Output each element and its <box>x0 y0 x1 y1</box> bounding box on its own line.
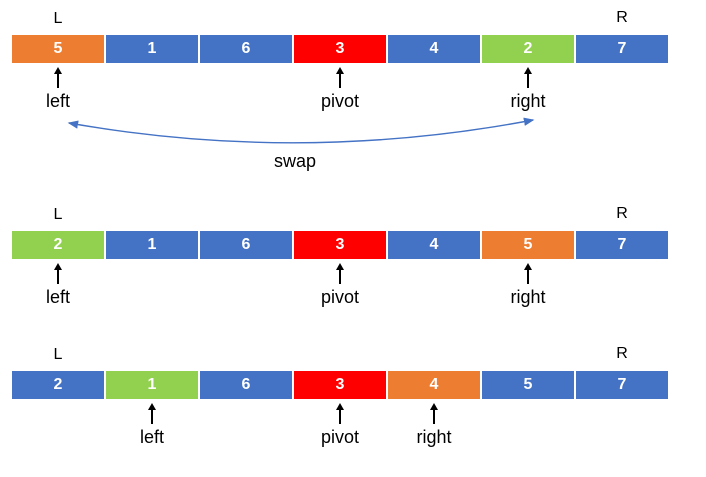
right-bound-label: R <box>616 345 628 362</box>
up-arrow-icon <box>147 403 157 424</box>
pointer-left: left <box>18 67 98 111</box>
array-cell: 1 <box>106 371 198 399</box>
array-cell: 7 <box>576 35 668 63</box>
array-cell: 6 <box>200 371 292 399</box>
cell-value: 5 <box>523 236 533 253</box>
up-arrow-icon <box>335 263 345 284</box>
swap-label: swap <box>273 151 317 171</box>
array-row-3: L R 2 1 6 3 4 5 7 left pivot right <box>0 336 706 466</box>
cell-value: 1 <box>147 376 157 393</box>
array-cell: 2 <box>482 35 574 63</box>
pointer-label: left <box>45 91 70 111</box>
cell-value: 1 <box>147 40 157 57</box>
pointer-left: left <box>18 263 98 307</box>
pointer-label: pivot <box>320 91 360 111</box>
array-cell: 5 <box>482 371 574 399</box>
cell-value: 2 <box>53 376 63 393</box>
cell-value: 6 <box>241 236 251 253</box>
array-cell: 4 <box>388 371 480 399</box>
left-bound-label: L <box>53 10 63 27</box>
right-bound-label: R <box>616 205 628 222</box>
cell-value: 2 <box>523 40 533 57</box>
array-cell: 4 <box>388 231 480 259</box>
array-row-1: L R 5 1 6 3 4 2 7 left pivot right <box>0 0 706 190</box>
array-cell: 7 <box>576 231 668 259</box>
pointer-label: pivot <box>320 427 360 447</box>
array-cell: 4 <box>388 35 480 63</box>
cell-value: 7 <box>617 376 627 393</box>
cell-value: 7 <box>617 40 627 57</box>
up-arrow-icon <box>335 403 345 424</box>
cell-value: 4 <box>429 376 439 393</box>
cell-value: 7 <box>617 236 627 253</box>
up-arrow-icon <box>53 67 63 88</box>
pointer-pivot: pivot <box>300 67 380 111</box>
cell-value: 6 <box>241 376 251 393</box>
cell-value: 4 <box>429 236 439 253</box>
array-cell: 1 <box>106 35 198 63</box>
pointer-label: right <box>510 91 546 111</box>
array-bar: 5 1 6 3 4 2 7 <box>12 35 668 63</box>
array-cell: 1 <box>106 231 198 259</box>
array-cell: 6 <box>200 35 292 63</box>
pointer-label: left <box>139 427 164 447</box>
array-cell: 5 <box>482 231 574 259</box>
cell-value: 3 <box>335 236 345 253</box>
array-cell: 6 <box>200 231 292 259</box>
cell-value: 2 <box>53 236 63 253</box>
cell-value: 5 <box>53 40 63 57</box>
pointer-pivot: pivot <box>300 263 380 307</box>
pointer-right: right <box>488 263 568 307</box>
left-bound-label: L <box>53 346 63 363</box>
pointer-right: right <box>488 67 568 111</box>
pointer-label: right <box>510 287 546 307</box>
array-cell: 3 <box>294 371 386 399</box>
cell-value: 6 <box>241 40 251 57</box>
left-bound-label: L <box>53 206 63 223</box>
right-bound-label: R <box>616 9 628 26</box>
up-arrow-icon <box>429 403 439 424</box>
swap-arrow <box>67 117 535 144</box>
array-bar: 2 1 6 3 4 5 7 <box>12 231 668 259</box>
array-cell: 3 <box>294 35 386 63</box>
pointer-label: right <box>416 427 452 447</box>
array-bar: 2 1 6 3 4 5 7 <box>12 371 668 399</box>
up-arrow-icon <box>53 263 63 284</box>
array-cell: 2 <box>12 231 104 259</box>
pointer-right: right <box>394 403 474 447</box>
array-row-2: L R 2 1 6 3 4 5 7 left pivot right <box>0 196 706 326</box>
array-cell: 7 <box>576 371 668 399</box>
array-cell: 2 <box>12 371 104 399</box>
cell-value: 3 <box>335 40 345 57</box>
up-arrow-icon <box>335 67 345 88</box>
cell-value: 5 <box>523 376 533 393</box>
pointer-left: left <box>112 403 192 447</box>
pointer-pivot: pivot <box>300 403 380 447</box>
cell-value: 4 <box>429 40 439 57</box>
cell-value: 3 <box>335 376 345 393</box>
pointer-label: pivot <box>320 287 360 307</box>
array-cell: 5 <box>12 35 104 63</box>
cell-value: 1 <box>147 236 157 253</box>
up-arrow-icon <box>523 263 533 284</box>
pointer-label: left <box>45 287 70 307</box>
array-cell: 3 <box>294 231 386 259</box>
up-arrow-icon <box>523 67 533 88</box>
